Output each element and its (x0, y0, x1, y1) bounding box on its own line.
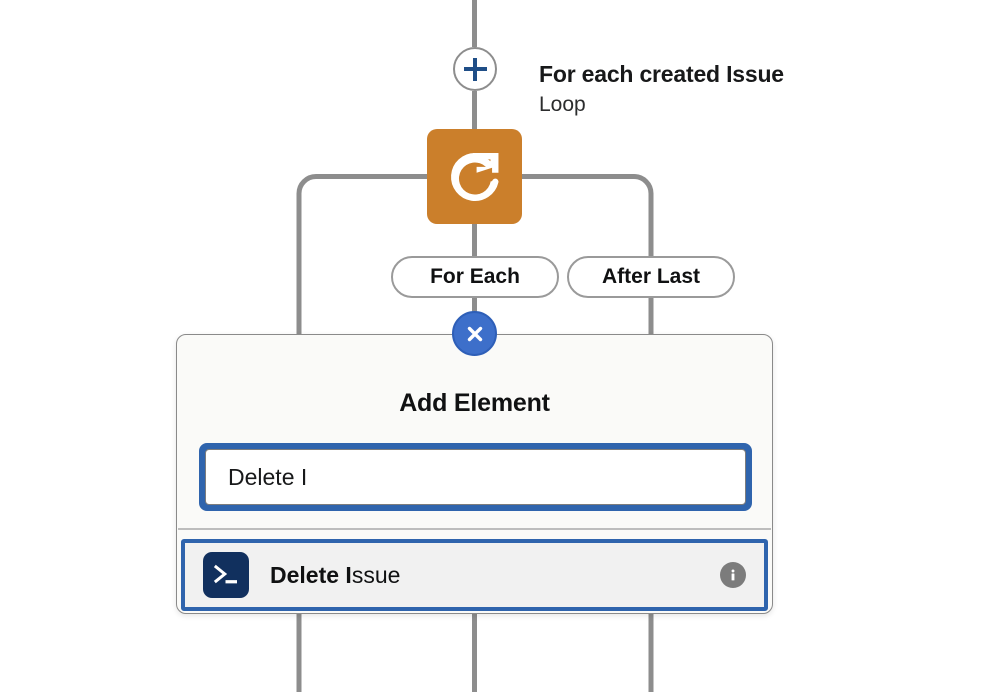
close-dialog-button[interactable] (452, 311, 497, 356)
branch-pill-for-each[interactable]: For Each (391, 256, 559, 298)
search-field-wrapper (199, 443, 752, 511)
results-list: Delete Issue (177, 535, 772, 611)
dialog-title: Add Element (399, 389, 550, 417)
close-x-icon (463, 322, 487, 346)
terminal-icon (203, 552, 249, 598)
add-element-dialog: Add Element Delete Issue (176, 334, 773, 614)
loop-node[interactable] (427, 129, 522, 224)
step-title: For each created Issue (539, 61, 784, 87)
list-item-match: Delete I (270, 561, 352, 588)
plus-icon-vertical (473, 57, 477, 81)
results-divider (178, 528, 771, 530)
branch-pill-after-last[interactable]: After Last (567, 256, 735, 298)
info-icon[interactable] (720, 562, 746, 588)
search-input[interactable] (205, 449, 746, 505)
list-item-label: Delete Issue (270, 562, 400, 589)
step-subtitle: Loop (539, 92, 586, 116)
list-item[interactable]: Delete Issue (181, 539, 768, 611)
step-label: For each created Issue Loop (539, 60, 784, 118)
loop-refresh-icon (443, 145, 507, 209)
list-item-rest: ssue (351, 561, 401, 588)
add-step-button[interactable] (453, 47, 497, 91)
